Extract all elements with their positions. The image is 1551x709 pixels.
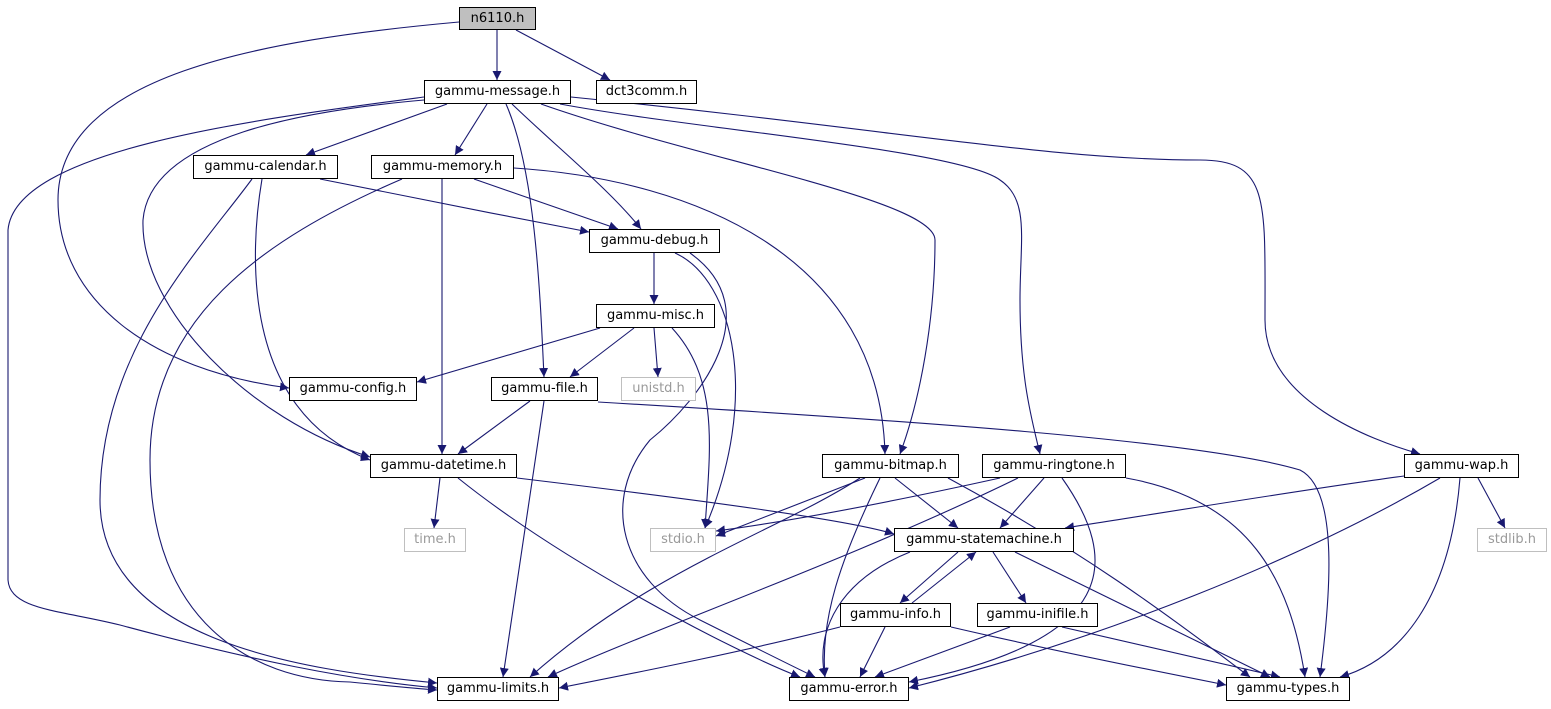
node-stdlib-h: stdlib.h [1477, 528, 1547, 552]
edge-datetime-time [430, 477, 441, 529]
edge-bitmap-types [947, 477, 1251, 678]
edge-statemachine-info [899, 551, 959, 604]
edge-message-calendar [305, 103, 448, 157]
edge-ringtone-stdio [715, 477, 1001, 535]
node-n6110-h: n6110.h [459, 7, 536, 30]
edge-datetime-statemachine [516, 477, 895, 536]
node-gammu-info-h[interactable]: gammu-info.h [840, 603, 951, 627]
edge-misc-file [569, 327, 635, 378]
edge-info-types [950, 626, 1227, 688]
edge-message-memory [454, 103, 488, 156]
edge-bitmap-stdio [715, 477, 866, 537]
edge-statemachine-types [1014, 551, 1271, 678]
node-gammu-debug-h[interactable]: gammu-debug.h [589, 229, 720, 253]
node-unistd-h: unistd.h [621, 377, 696, 401]
edge-bitmap-error [819, 477, 881, 678]
edge-inifile-types [1061, 626, 1281, 680]
node-time-h: time.h [404, 528, 466, 552]
edge-message-limits [7, 96, 438, 692]
node-stdio-h: stdio.h [650, 528, 716, 552]
node-gammu-limits-h[interactable]: gammu-limits.h [437, 677, 559, 701]
edge-info-statemachine [911, 551, 977, 604]
node-gammu-bitmap-h[interactable]: gammu-bitmap.h [822, 454, 959, 478]
edge-info-error [859, 626, 886, 678]
node-gammu-misc-h[interactable]: gammu-misc.h [596, 304, 715, 328]
edge-memory-debug [473, 178, 619, 231]
edge-calendar-limits [99, 178, 438, 687]
edge-debug-stdio [674, 252, 737, 529]
node-gammu-message-h[interactable]: gammu-message.h [424, 80, 571, 104]
edge-message-datetime [142, 99, 425, 459]
edge-message-file [505, 103, 549, 378]
edge-ringtone-limits [547, 477, 1019, 678]
node-gammu-wap-h[interactable]: gammu-wap.h [1404, 454, 1519, 478]
edge-message-wap [570, 96, 1421, 456]
edge-n6110-dct3comm [515, 29, 611, 81]
node-gammu-ringtone-h[interactable]: gammu-ringtone.h [982, 454, 1126, 478]
edge-ringtone-types [1125, 477, 1309, 678]
edge-message-bitmap [540, 103, 936, 455]
node-gammu-error-h[interactable]: gammu-error.h [789, 677, 909, 701]
node-gammu-datetime-h[interactable]: gammu-datetime.h [370, 454, 517, 478]
node-gammu-config-h[interactable]: gammu-config.h [289, 377, 417, 401]
edge-ringtone-statemachine [999, 477, 1045, 529]
edge-n6110-config [57, 21, 460, 392]
edge-calendar-datetime [254, 178, 371, 461]
edge-wap-statemachine [1064, 475, 1405, 532]
edge-wap-error [908, 477, 1441, 691]
node-gammu-statemachine-h[interactable]: gammu-statemachine.h [894, 528, 1074, 552]
edge-debug-error [622, 252, 816, 678]
edge-file-limits [499, 400, 545, 678]
edge-statemachine-error [818, 551, 911, 678]
edge-ringtone-error [908, 477, 1096, 685]
edge-info-limits [558, 626, 841, 691]
edge-datetime-error [457, 477, 801, 678]
node-gammu-calendar-h[interactable]: gammu-calendar.h [193, 155, 338, 179]
edge-message-ringtone [559, 103, 1043, 455]
edge-inifile-error [874, 626, 1011, 679]
edge-memory-bitmap [513, 167, 890, 455]
edge-message-debug [511, 103, 642, 230]
node-gammu-types-h[interactable]: gammu-types.h [1226, 677, 1350, 701]
edge-bitmap-limits [529, 477, 861, 678]
edge-wap-types [1339, 477, 1461, 679]
edge-file-datetime [457, 400, 531, 455]
node-gammu-file-h[interactable]: gammu-file.h [491, 377, 598, 401]
node-gammu-inifile-h[interactable]: gammu-inifile.h [977, 603, 1098, 627]
edge-wap-stdlib [1477, 477, 1506, 529]
edge-calendar-debug [319, 178, 590, 235]
node-gammu-memory-h[interactable]: gammu-memory.h [371, 155, 514, 179]
edge-memory-limits [149, 178, 438, 694]
edge-bitmap-statemachine [894, 477, 959, 529]
edge-misc-config [416, 327, 601, 384]
edge-statemachine-inifile [992, 551, 1027, 604]
edge-misc-stdio [671, 327, 711, 529]
edge-misc-unistd [652, 327, 662, 378]
edge-file-types [597, 401, 1330, 678]
node-dct3comm-h[interactable]: dct3comm.h [596, 80, 697, 104]
